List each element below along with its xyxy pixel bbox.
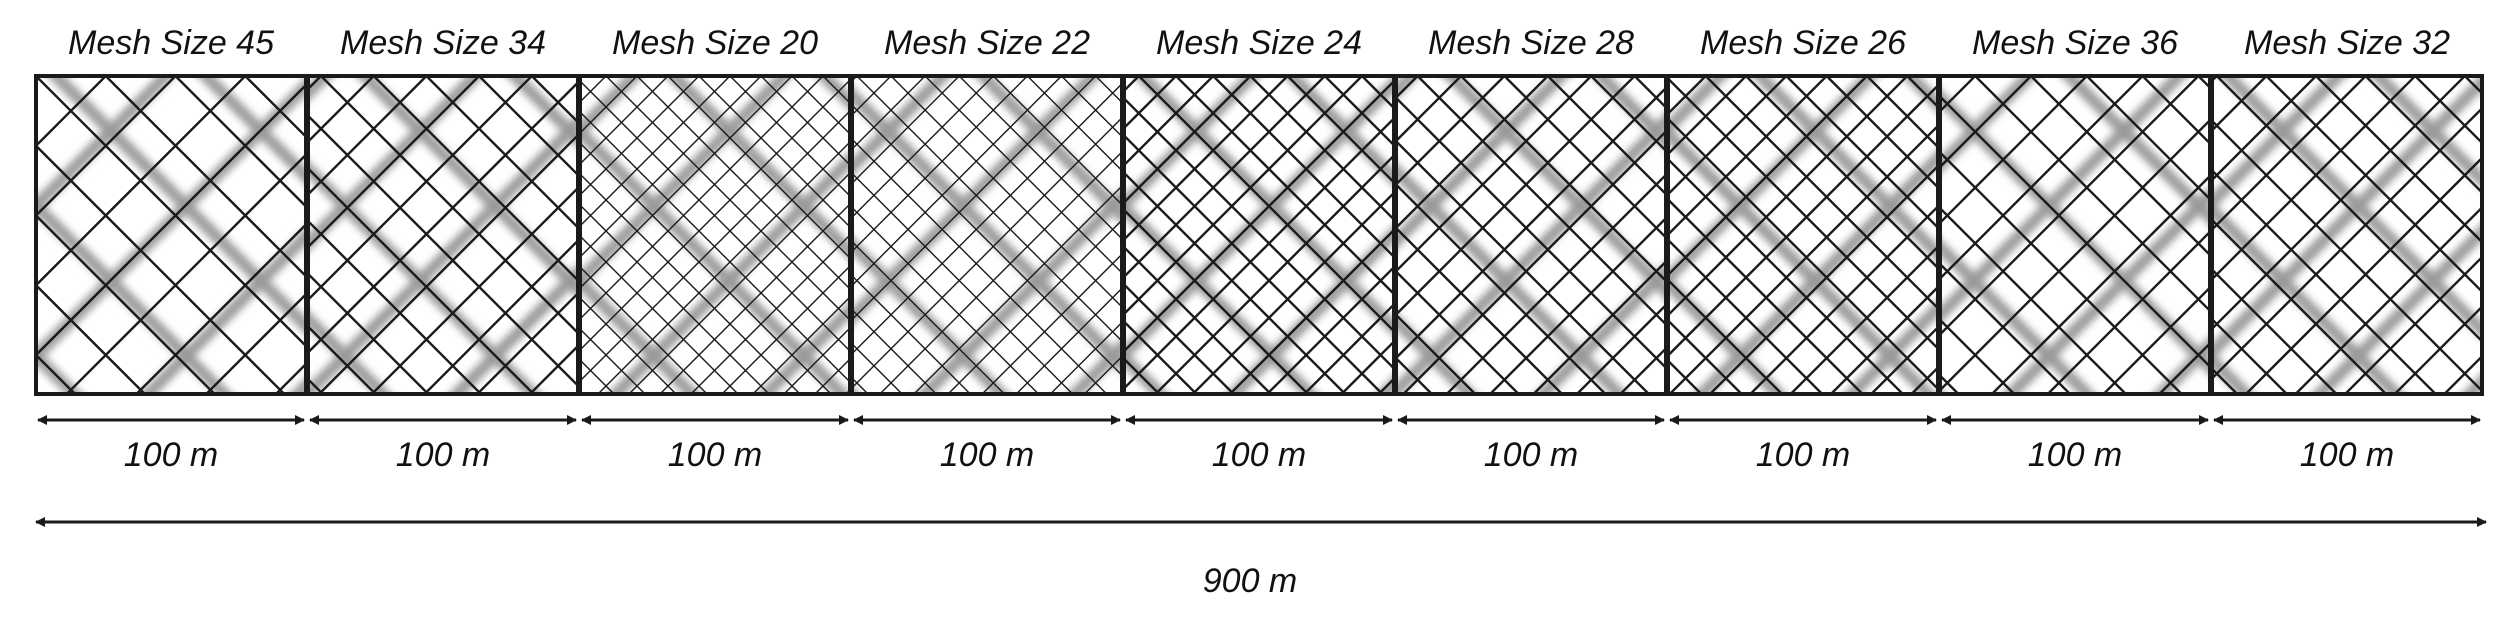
mesh-panel: Mesh Size 26 100 m [1666, 24, 1940, 474]
blurred-fence-background [580, 76, 850, 394]
panel-frame [2210, 74, 2484, 396]
mesh-panel: Mesh Size 45 100 m [34, 24, 308, 474]
panel-length-label: 100 m [1756, 436, 1851, 474]
panel-title: Mesh Size 32 [2244, 24, 2450, 62]
panel-length-label: 100 m [2028, 436, 2123, 474]
mesh-pattern [580, 76, 850, 394]
panel-title: Mesh Size 36 [1972, 24, 2178, 62]
mesh-pattern [308, 76, 578, 394]
panel-length-label: 100 m [1212, 436, 1307, 474]
panel-title: Mesh Size 20 [612, 24, 818, 62]
mesh-panel: Mesh Size 36 100 m [1938, 24, 2212, 474]
panel-title: Mesh Size 45 [68, 24, 274, 62]
total-length-label: 900 m [1203, 562, 1298, 600]
mesh-panel: Mesh Size 34 100 m [306, 24, 580, 474]
mesh-panel: Mesh Size 32 100 m [2210, 24, 2484, 474]
blurred-fence-background [2212, 76, 2482, 394]
panel-title: Mesh Size 22 [884, 24, 1090, 62]
mesh-panel: Mesh Size 28 100 m [1394, 24, 1668, 474]
total-length-dimension: 900 m [35, 517, 2487, 600]
mesh-panel: Mesh Size 20 100 m [578, 24, 852, 474]
mesh-pattern [1940, 76, 2210, 394]
blurred-fence-background [1396, 76, 1666, 394]
panel-length-label: 100 m [2300, 436, 2395, 474]
panel-length-label: 100 m [124, 436, 219, 474]
panel-length-label: 100 m [668, 436, 763, 474]
mesh-pattern [36, 76, 306, 394]
mesh-pattern [1396, 76, 1666, 394]
panel-length-label: 100 m [396, 436, 491, 474]
panel-title: Mesh Size 34 [340, 24, 546, 62]
panel-title: Mesh Size 24 [1156, 24, 1362, 62]
mesh-pattern [1124, 76, 1394, 394]
mesh-pattern [2212, 76, 2482, 394]
panel-length-label: 100 m [1484, 436, 1579, 474]
mesh-pattern [1668, 76, 1938, 394]
panel-title: Mesh Size 28 [1428, 24, 1634, 62]
mesh-pattern [852, 76, 1122, 394]
mesh-panel: Mesh Size 24 100 m [1122, 24, 1396, 474]
panel-title: Mesh Size 26 [1700, 24, 1906, 62]
panel-length-label: 100 m [940, 436, 1035, 474]
